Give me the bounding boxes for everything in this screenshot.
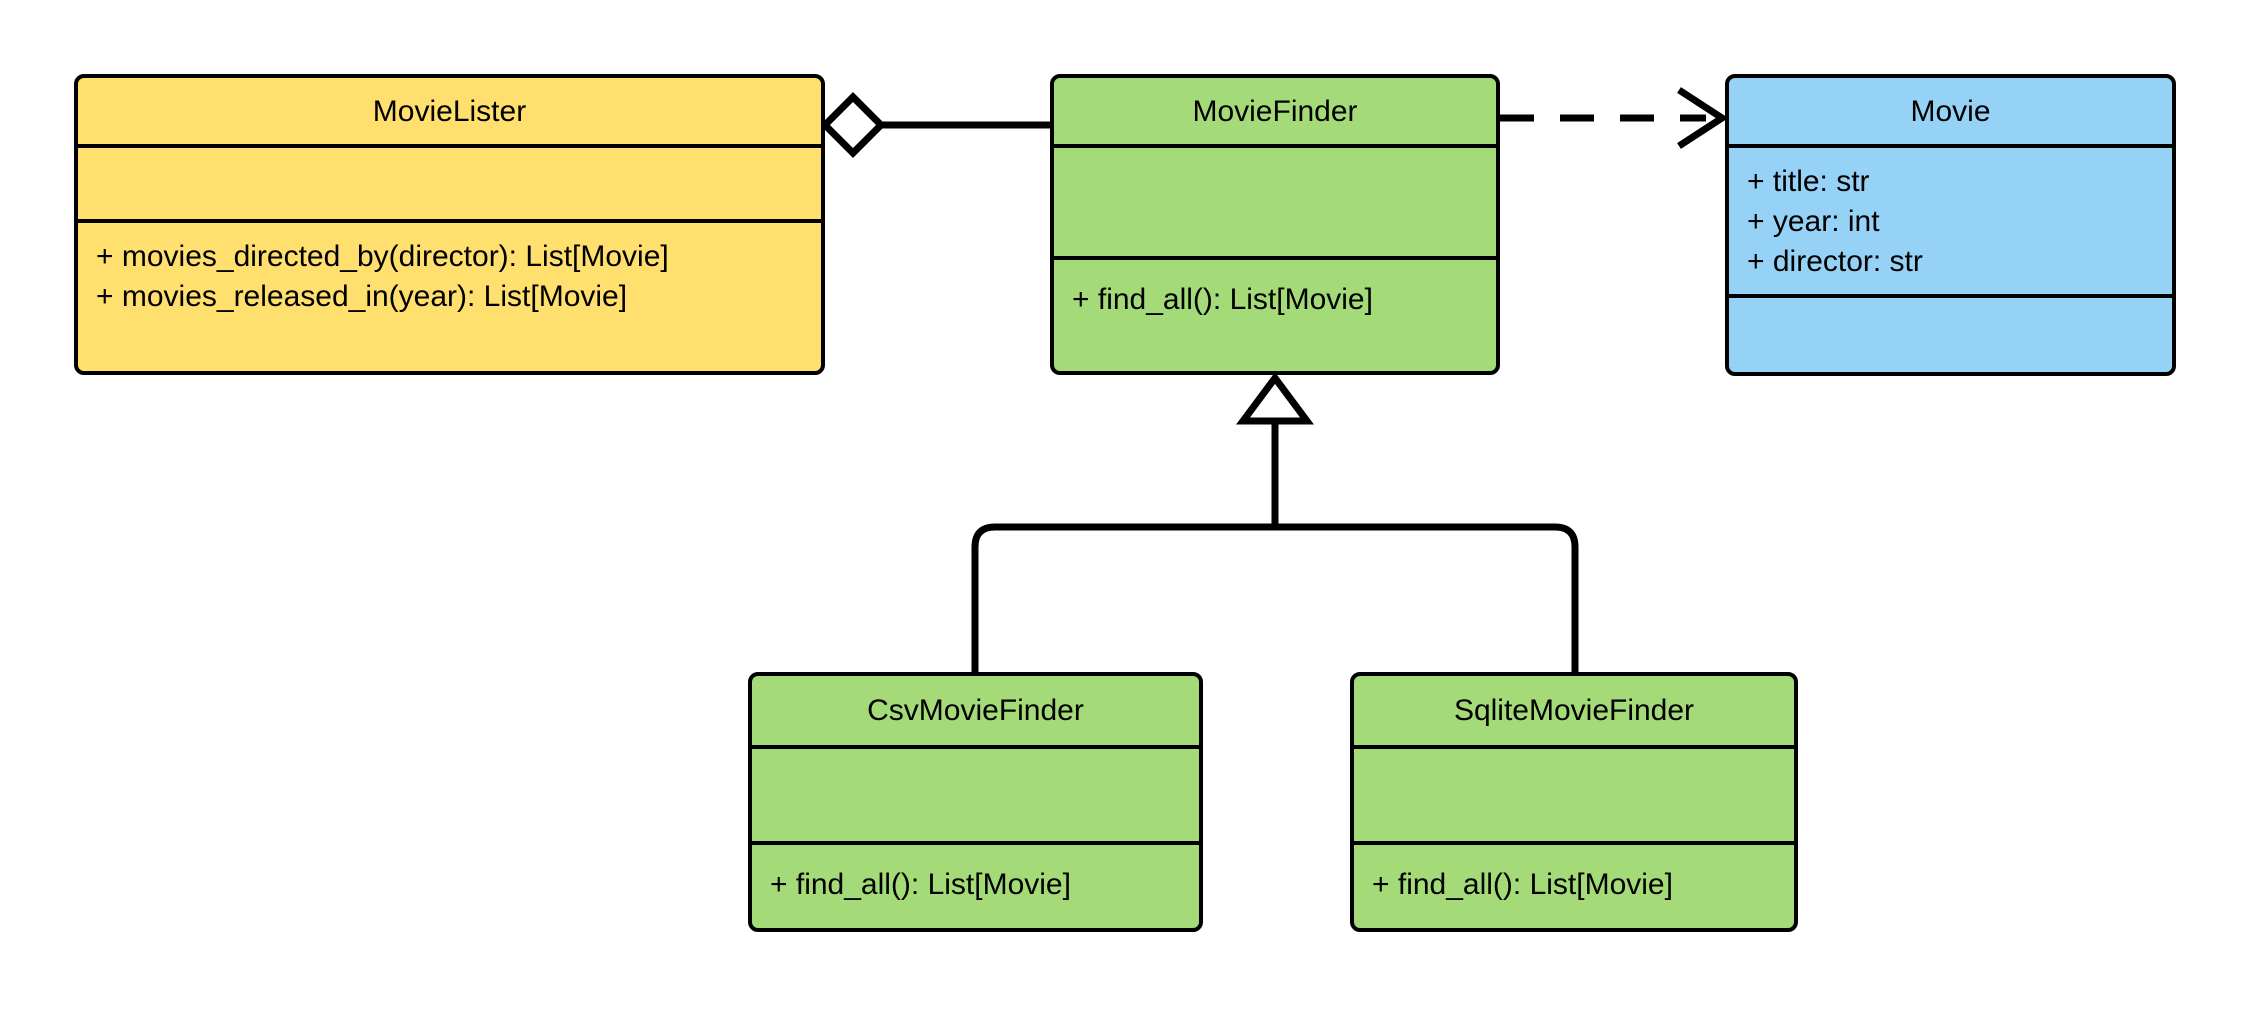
class-box-movie-lister[interactable]: MovieLister + movies_directed_by(directo…	[74, 74, 825, 375]
attribute-row: + title: str	[1747, 165, 1870, 198]
class-box-csv-movie-finder[interactable]: CsvMovieFinder + find_all(): List[Movie]	[748, 672, 1203, 932]
class-name-movie-finder: MovieFinder	[1192, 94, 1358, 128]
method-row: + find_all(): List[Movie]	[1372, 868, 1673, 901]
attributes-compartment-movie-lister	[78, 144, 821, 219]
class-name-sqlite-movie-finder: SqliteMovieFinder	[1453, 694, 1695, 727]
methods-compartment-csv-movie-finder: + find_all(): List[Movie]	[752, 841, 1199, 928]
open-arrow-icon	[1677, 87, 1729, 149]
dependency-connector-finder-movie	[1500, 87, 1729, 149]
methods-compartment-sqlite-movie-finder: + find_all(): List[Movie]	[1354, 841, 1794, 928]
generalization-branch-bar	[971, 523, 1579, 672]
aggregation-connector-lister-finder	[820, 92, 1050, 158]
class-box-sqlite-movie-finder[interactable]: SqliteMovieFinder + find_all(): List[Mov…	[1350, 672, 1798, 932]
attributes-compartment-movie-finder	[1054, 144, 1496, 256]
hollow-triangle-icon	[1236, 372, 1314, 425]
attributes-compartment-csv-movie-finder	[752, 745, 1199, 841]
class-box-movie-finder[interactable]: MovieFinder + find_all(): List[Movie]	[1050, 74, 1500, 375]
method-row: + find_all(): List[Movie]	[1072, 283, 1373, 316]
methods-compartment-movie-finder: + find_all(): List[Movie]	[1054, 256, 1496, 371]
method-row: + find_all(): List[Movie]	[770, 868, 1071, 901]
method-row: + movies_released_in(year): List[Movie]	[96, 279, 628, 313]
attribute-row: + year: int	[1747, 204, 1880, 238]
methods-compartment-movie-lister: + movies_directed_by(director): List[Mov…	[78, 219, 821, 371]
method-row: + movies_directed_by(director): List[Mov…	[96, 240, 669, 273]
class-box-movie[interactable]: Movie + title: str + year: int + directo…	[1725, 74, 2176, 376]
attributes-compartment-movie: + title: str + year: int + director: str	[1729, 144, 2172, 294]
hollow-diamond-icon	[820, 92, 886, 158]
class-name-csv-movie-finder: CsvMovieFinder	[867, 694, 1084, 727]
attribute-row: + director: str	[1747, 244, 1923, 278]
attributes-compartment-sqlite-movie-finder	[1354, 745, 1794, 841]
class-name-movie-lister: MovieLister	[372, 94, 527, 128]
class-name-movie: Movie	[1910, 94, 1991, 128]
generalization-connector-tree	[971, 372, 1579, 672]
methods-compartment-movie	[1729, 294, 2172, 372]
